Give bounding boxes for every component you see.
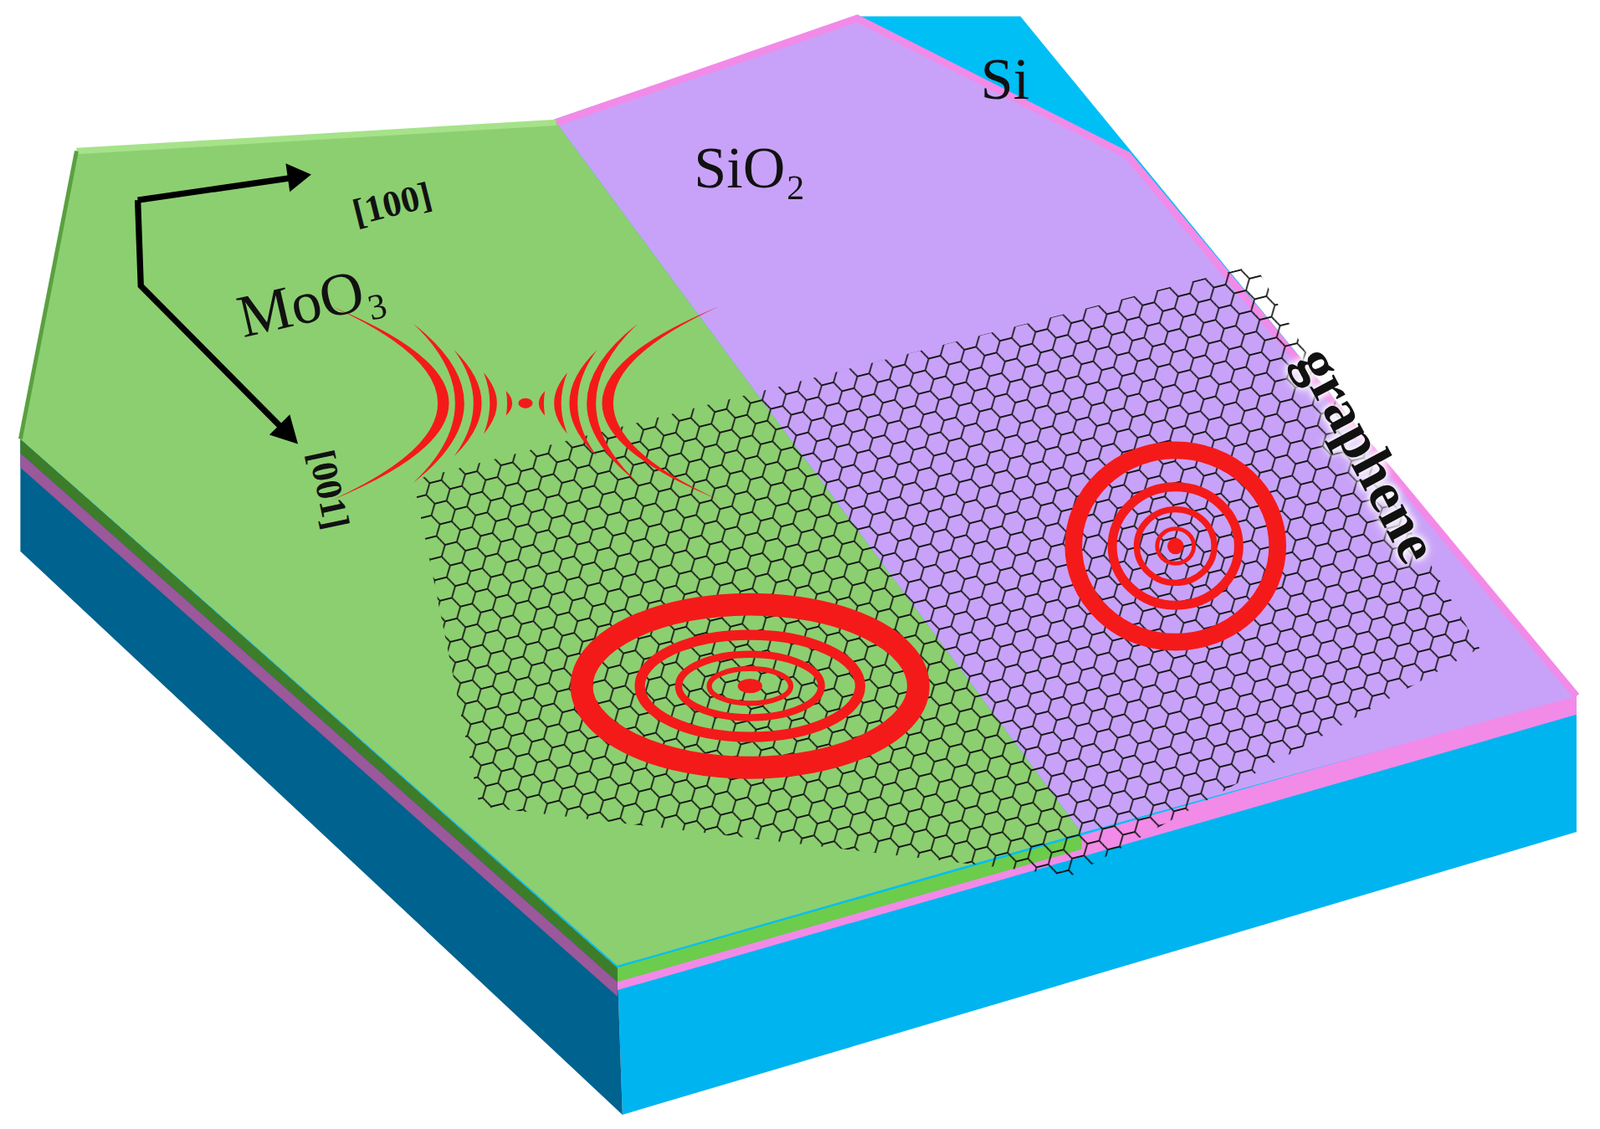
- hyperbolic-wavefronts: [331, 306, 719, 501]
- si-top-face: [20, 16, 1577, 969]
- moo3-rim: [76, 122, 556, 151]
- oxide-label: SiO₂: [693, 138, 806, 198]
- substrate-label: Si: [980, 50, 1030, 109]
- elliptical-wavefronts: [581, 604, 918, 768]
- moo3-edge: [20, 151, 77, 440]
- graphene-lattice: [387, 245, 1510, 899]
- circular-wavefronts: [1073, 450, 1278, 642]
